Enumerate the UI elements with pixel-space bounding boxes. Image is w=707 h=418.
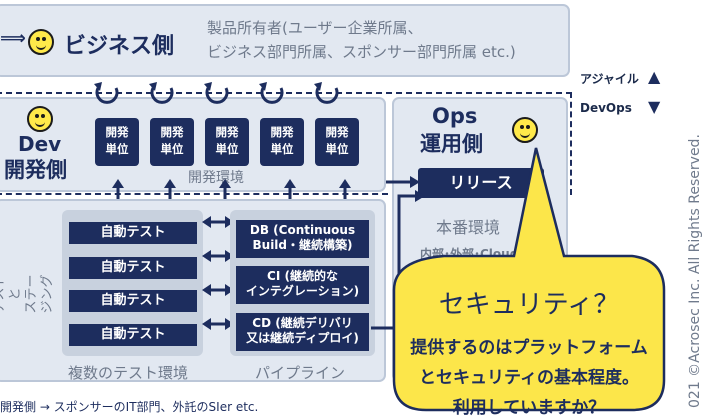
callout-line2: とセキュリティの基本程度。 [419,368,639,388]
business-desc-1: 製品所有者(ユーザー企業所属、 [207,19,423,37]
test-side-label-line1: テストと [0,275,23,314]
pipeline-db-line2: Build・継続構築) [252,238,353,252]
callout-line1: 提供するのはプラットフォーム [410,338,648,358]
pipeline-cd-box: CD (継続デリバリ 又は継続ディプロイ) [236,313,369,351]
business-label: ビジネス側 [64,34,175,59]
business-panel [0,4,570,77]
business-arrow: ⟹ [0,28,26,49]
legend-agile-arrow-icon: ▲ [648,67,661,86]
devops-dashed-frame-bottom [0,193,388,195]
test-side-label-line2: ステージング [24,274,55,314]
pipeline-ci-box: CI (継続的な インテグレーション) [236,266,369,304]
ops-label-2: 運用側 [420,132,483,156]
business-desc-2: ビジネス部門所属、スポンサー部門所属 etc.) [207,43,516,61]
pipeline-db-line1: DB (Continuous [249,223,356,237]
pipeline-db-box: DB (Continuous Build・継続構築) [236,220,369,258]
dev-smiley-icon [27,106,53,132]
release-arrow-icon [386,176,420,188]
dev-unit-4: 開発 単位 [260,118,304,166]
auto-test-1: 自動テスト [69,222,197,244]
pipeline-release-arrow-icon [371,190,425,330]
dev-env-label: 開発環境 [188,170,244,186]
dev-unit-3: 開発 単位 [205,118,249,166]
ops-label-1: Ops [432,104,478,128]
legend-devops-label: DevOps [580,101,632,115]
auto-test-3: 自動テスト [69,290,197,312]
dev-label-1: Dev [18,132,62,156]
auto-test-2: 自動テスト [69,257,197,279]
devops-dashed-frame [0,92,572,195]
legend-devops-arrow-icon: ▼ [648,97,661,116]
dev-unit-5: 開発 単位 [315,118,359,166]
test-env-label: 複数のテスト環境 [68,364,189,382]
callout-line3: 利用していますか？ [452,398,606,418]
ops-env-label: 本番環境 [436,218,501,237]
auto-test-4: 自動テスト [69,324,197,346]
test-side-label: テストと ステージング [0,274,56,314]
dev-unit-1: 開発 単位 [95,118,139,166]
dev-label-2: 開発側 [4,158,67,182]
copyright-text: 021 ©Acrosec Inc. All Rights Reserved. [687,134,703,408]
security-callout-shape [392,147,666,412]
dev-unit-2: 開発 単位 [150,118,194,166]
business-smiley-icon [28,29,54,55]
pipeline-ci-line2: インテグレーション) [245,284,360,298]
pipeline-ci-line1: CI (継続的な [267,269,338,283]
legend-agile-label: アジャイル [580,72,639,86]
pipeline-label: パイプライン [255,364,346,382]
pipeline-cd-line2: 又は継続ディプロイ) [246,331,359,345]
pipeline-cd-line1: CD (継続デリバリ [252,316,353,330]
callout-title: セキュリティ？ [438,290,620,320]
test-pipeline-arrows [202,216,234,330]
ops-smiley-icon [512,117,538,143]
release-box: リリース [418,168,544,198]
footer-note: 開発側 → スポンサーのIT部門、外託のSIer etc. [0,400,259,414]
